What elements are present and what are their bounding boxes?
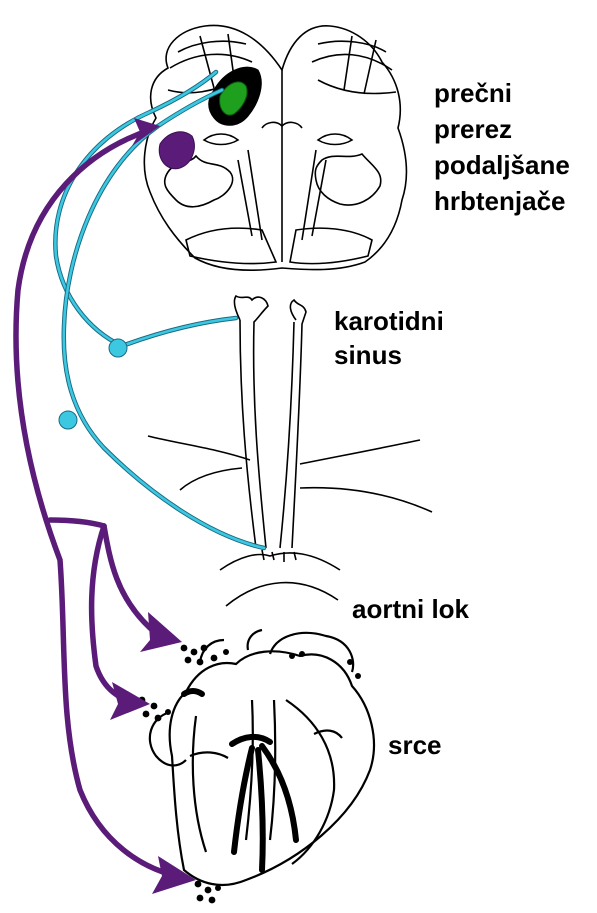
right-atrium bbox=[150, 712, 186, 766]
vagus-branch-mid bbox=[92, 526, 140, 704]
left-tract bbox=[204, 134, 238, 145]
carotid-branches bbox=[148, 436, 432, 512]
carotid-ganglion bbox=[109, 339, 127, 357]
right-tract bbox=[318, 134, 352, 145]
vagus-branch-upper bbox=[104, 526, 174, 640]
arrow-head-top bbox=[140, 612, 182, 652]
right-ventral-line bbox=[302, 150, 326, 240]
label-medulla-line3: podaljšane bbox=[434, 150, 570, 180]
ganglion-cluster-aorta bbox=[289, 651, 361, 679]
valve-left bbox=[190, 752, 228, 758]
ganglia bbox=[139, 645, 361, 904]
left-bundle-branch bbox=[262, 746, 296, 840]
label-carotid-line2: sinus bbox=[334, 340, 402, 370]
label-medulla-line1: prečni bbox=[434, 78, 512, 108]
label-medulla-line2: prerez bbox=[434, 114, 512, 144]
superior-vena-cava bbox=[200, 630, 262, 662]
label-carotid-line1: karotidni bbox=[334, 306, 444, 336]
right-ventricle-wall bbox=[193, 716, 206, 852]
label-aortic-arch: aortni lok bbox=[352, 594, 470, 624]
sa-node bbox=[184, 691, 202, 694]
aortic-arch-base bbox=[220, 553, 340, 606]
left-ventral-line bbox=[238, 150, 262, 240]
efferent-nerves bbox=[16, 118, 196, 894]
label-heart: srce bbox=[388, 730, 442, 760]
av-node bbox=[232, 737, 270, 744]
nodose-ganglion bbox=[59, 411, 77, 429]
nucleus-ambiguus bbox=[159, 132, 194, 169]
bundle-mid bbox=[258, 750, 263, 870]
afferent-nerves bbox=[55, 72, 264, 548]
heart-outline bbox=[170, 651, 374, 885]
label-medulla-line4: hrbtenjače bbox=[434, 186, 566, 216]
labels: prečni prerez podaljšane hrbtenjače karo… bbox=[334, 78, 570, 760]
valve-right bbox=[314, 731, 342, 738]
left-carotid-artery bbox=[234, 296, 268, 548]
conduction-system bbox=[184, 691, 296, 870]
vagus-main-trunk bbox=[16, 130, 186, 878]
vagus-branch-from-trunk bbox=[50, 520, 104, 526]
left-pyramid bbox=[186, 228, 276, 263]
right-carotid-artery bbox=[280, 300, 306, 548]
carotid-sinus-nerve-highlight bbox=[55, 72, 236, 346]
right-dorsal-lobe bbox=[312, 36, 396, 94]
